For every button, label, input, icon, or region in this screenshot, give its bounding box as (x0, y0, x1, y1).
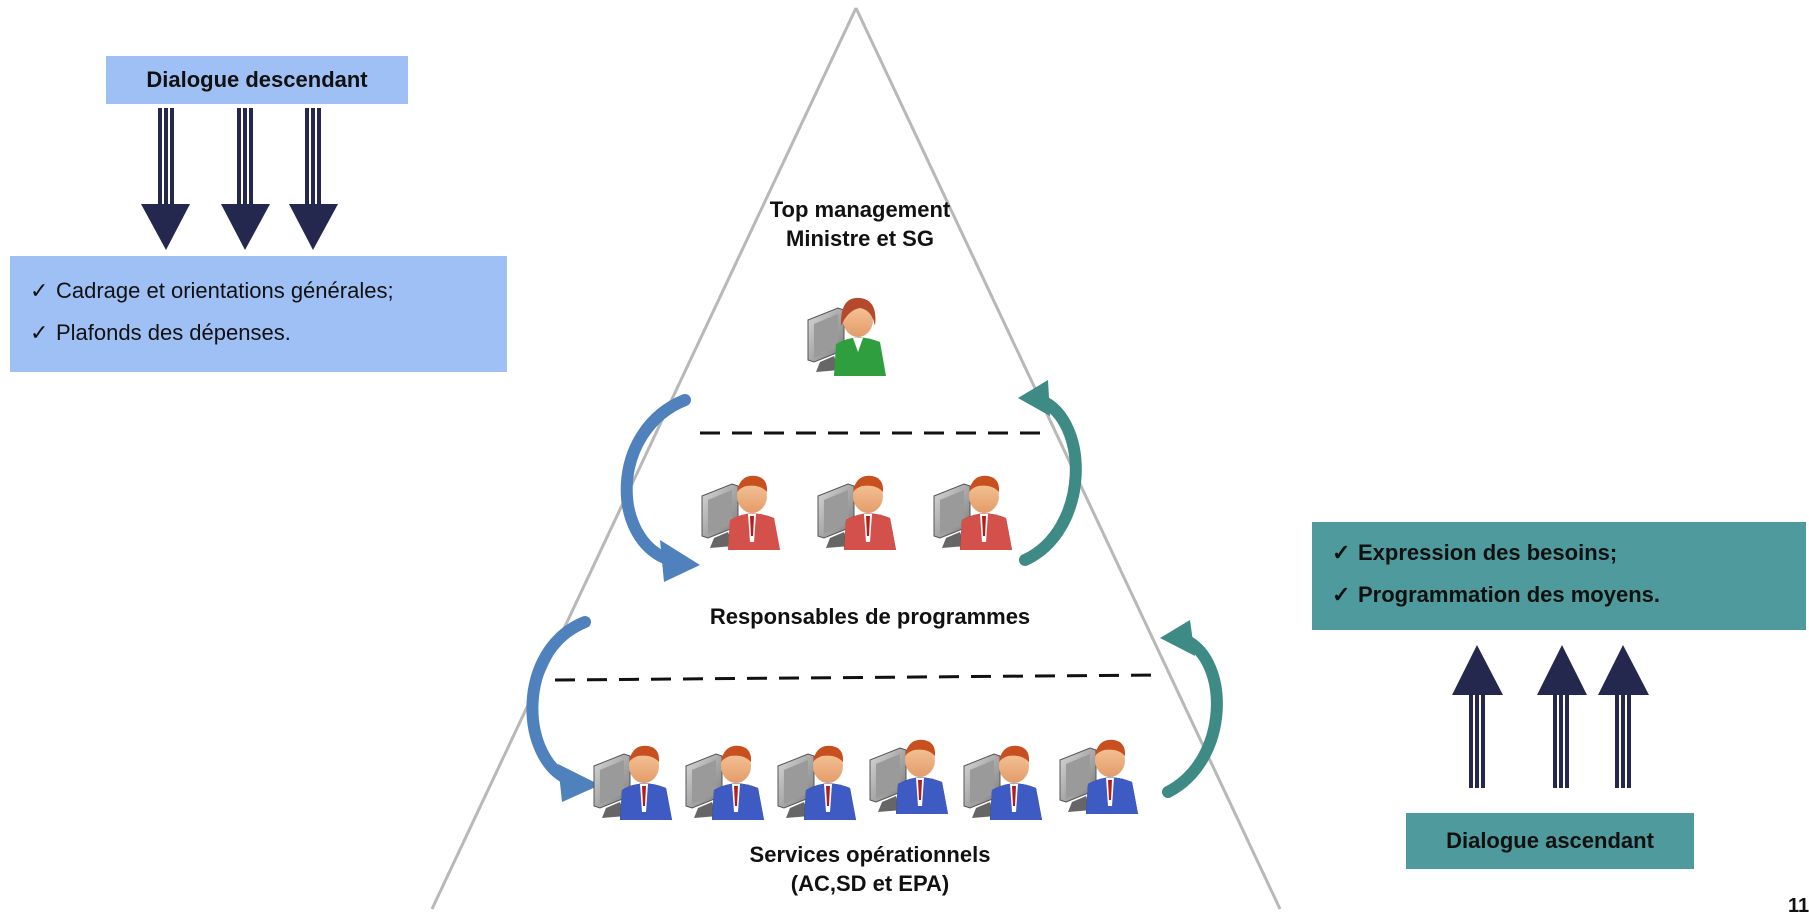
list-item-text: Plafonds des dépenses. (56, 320, 291, 345)
top-down-title-box: Dialogue descendant (106, 56, 408, 104)
up-arrow-2 (1537, 645, 1587, 788)
top-level-label-line1: Top management (769, 197, 951, 222)
top-down-arrows (141, 108, 338, 250)
program-lead-icon (933, 475, 1013, 551)
list-item: ✓ Programmation des moyens. (1332, 574, 1660, 616)
curve-down-arrowhead-lower (558, 764, 600, 802)
list-item-text: Expression des besoins; (1358, 540, 1618, 565)
check-icon: ✓ (1332, 540, 1351, 565)
bottom-up-title-box: Dialogue ascendant (1406, 813, 1694, 869)
bottom-up-title: Dialogue ascendant (1446, 828, 1654, 853)
check-icon: ✓ (1332, 582, 1351, 607)
top-level-label: Top management Ministre et SG (700, 196, 1020, 253)
separator-bottom (554, 673, 1161, 682)
curve-down-arrow-lower (526, 616, 591, 786)
bottom-up-arrows (1452, 645, 1649, 788)
top-level-label-line2: Ministre et SG (786, 225, 934, 251)
list-item-text: Cadrage et orientations générales; (56, 278, 394, 303)
operational-staff-icon (963, 745, 1043, 821)
pyramid-outline (430, 7, 1282, 910)
down-arrow-1 (141, 108, 190, 250)
operational-staff-icon (593, 745, 673, 821)
check-icon: ✓ (30, 320, 49, 345)
bottom-level-label-line2: (AC,SD et EPA) (790, 870, 950, 896)
bottom-up-list-box: ✓ Expression des besoins; ✓ Programmation … (1312, 522, 1806, 630)
manager-woman-icon (807, 297, 886, 376)
program-lead-icon (817, 475, 897, 551)
flow-arrows (526, 380, 1223, 802)
check-icon: ✓ (30, 278, 49, 303)
list-item-text: Programmation des moyens. (1358, 582, 1660, 607)
up-arrow-3 (1598, 645, 1649, 788)
down-arrow-3 (289, 108, 338, 250)
page-number: 11 (1788, 895, 1809, 917)
operational-staff-icon (1059, 739, 1139, 815)
bottom-level-label: Services opérationnels (AC,SD et EPA) (690, 841, 1050, 898)
program-lead-icon (701, 475, 781, 551)
list-item: ✓ Cadrage et orientations générales; (30, 270, 394, 312)
down-arrow-2 (221, 108, 270, 250)
operational-staff-icon (685, 745, 765, 821)
middle-level-label: Responsables de programmes (709, 604, 1031, 629)
curve-up-arrow-upper (1019, 394, 1082, 566)
operational-staff-icon (777, 745, 857, 821)
curve-up-arrowhead-upper (1018, 380, 1050, 416)
bottom-level-label-line1: Services opérationnels (749, 842, 991, 867)
pyramid-right-edge (854, 7, 1282, 910)
pyramid-left-edge (430, 7, 858, 910)
list-item: ✓ Plafonds des dépenses. (30, 312, 394, 354)
curve-up-arrowhead-lower (1160, 620, 1195, 656)
up-arrow-1 (1452, 645, 1503, 788)
curve-up-arrow-lower (1162, 634, 1223, 798)
curve-down-arrow-upper (620, 394, 691, 566)
list-item: ✓ Expression des besoins; (1332, 532, 1660, 574)
top-down-title: Dialogue descendant (146, 67, 368, 92)
operational-staff-icon (869, 739, 949, 815)
bottom-up-list: ✓ Expression des besoins; ✓ Programmation … (1332, 532, 1660, 616)
top-down-list: ✓ Cadrage et orientations générales; ✓ Pla… (30, 270, 394, 354)
curve-down-arrowhead-upper (660, 540, 700, 582)
top-down-list-box: ✓ Cadrage et orientations générales; ✓ Pla… (10, 256, 507, 372)
